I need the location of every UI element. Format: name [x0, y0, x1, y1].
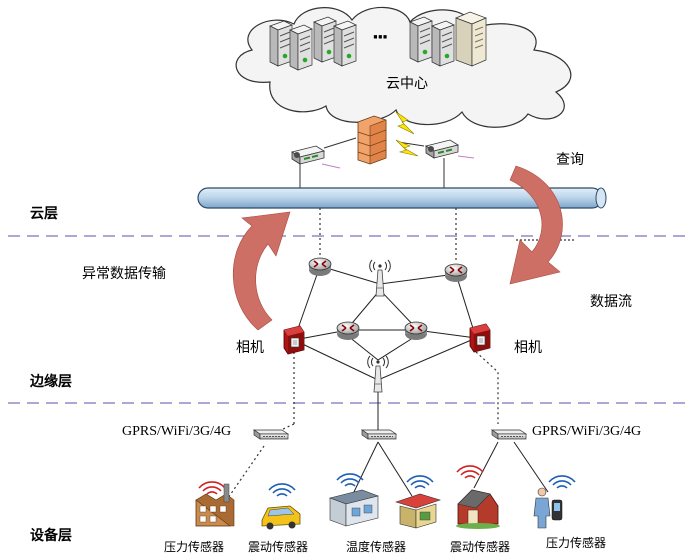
network-bus — [197, 187, 607, 209]
cloud-layer-label: 云层 — [30, 206, 58, 222]
sensor-label: 温度传感器 — [346, 540, 407, 554]
data-flow-legend-label: 数据流 — [590, 294, 632, 310]
server-icon — [289, 24, 313, 71]
sensor-label: 压力传感器 — [164, 540, 225, 554]
sensor-label: 震动传感器 — [450, 540, 511, 554]
server-icon — [409, 16, 433, 63]
edge-mesh-lines — [293, 265, 549, 497]
protocol-left-label: GPRS/WiFi/3G/4G — [122, 424, 232, 439]
switch-middle-icon — [361, 429, 397, 440]
data-flow-lines — [227, 208, 576, 499]
router-icon — [444, 263, 468, 283]
camera-right-icon — [469, 323, 491, 353]
switch-left-icon — [253, 429, 289, 440]
camera-left-label: 相机 — [236, 340, 264, 356]
lightning-icon — [395, 111, 415, 135]
factory-icon — [195, 481, 235, 527]
server-icon — [431, 20, 455, 67]
gateway-right-icon — [425, 139, 459, 159]
server-icon — [269, 20, 293, 67]
ellipsis-label: ··· — [372, 27, 388, 48]
abnormal-transfer-label: 异常数据传输 — [82, 266, 166, 282]
camera-right-label: 相机 — [514, 340, 542, 356]
barn-icon — [456, 465, 500, 529]
lightning-icon — [395, 139, 419, 157]
router-icon — [336, 321, 360, 341]
camera-left-icon — [283, 325, 305, 355]
router-icon — [308, 257, 332, 277]
store-icon — [328, 473, 380, 527]
cloud-center-label: 云中心 — [386, 76, 428, 92]
gateway-left-icon — [291, 145, 325, 165]
shop-icon — [395, 475, 441, 529]
switch-right-icon — [491, 429, 527, 440]
firewall-icon — [357, 115, 387, 165]
person-sensor-icon — [533, 475, 576, 529]
taxi-icon — [261, 483, 301, 530]
tower-pc-icon — [455, 11, 487, 67]
sensor-label: 压力传感器 — [546, 536, 607, 550]
abnormal-transfer-arrow — [232, 211, 291, 331]
query-label: 查询 — [556, 152, 584, 168]
edge-layer-label: 边缘层 — [30, 374, 72, 390]
server-icon — [313, 16, 337, 63]
query-arrow — [509, 165, 563, 285]
router-icon — [404, 321, 428, 341]
antenna-icon — [367, 355, 389, 393]
antenna-icon — [369, 259, 391, 297]
server-icon — [333, 20, 357, 67]
sensor-label: 震动传感器 — [248, 540, 309, 554]
protocol-right-label: GPRS/WiFi/3G/4G — [532, 424, 642, 439]
device-layer-label: 设备层 — [30, 528, 72, 544]
